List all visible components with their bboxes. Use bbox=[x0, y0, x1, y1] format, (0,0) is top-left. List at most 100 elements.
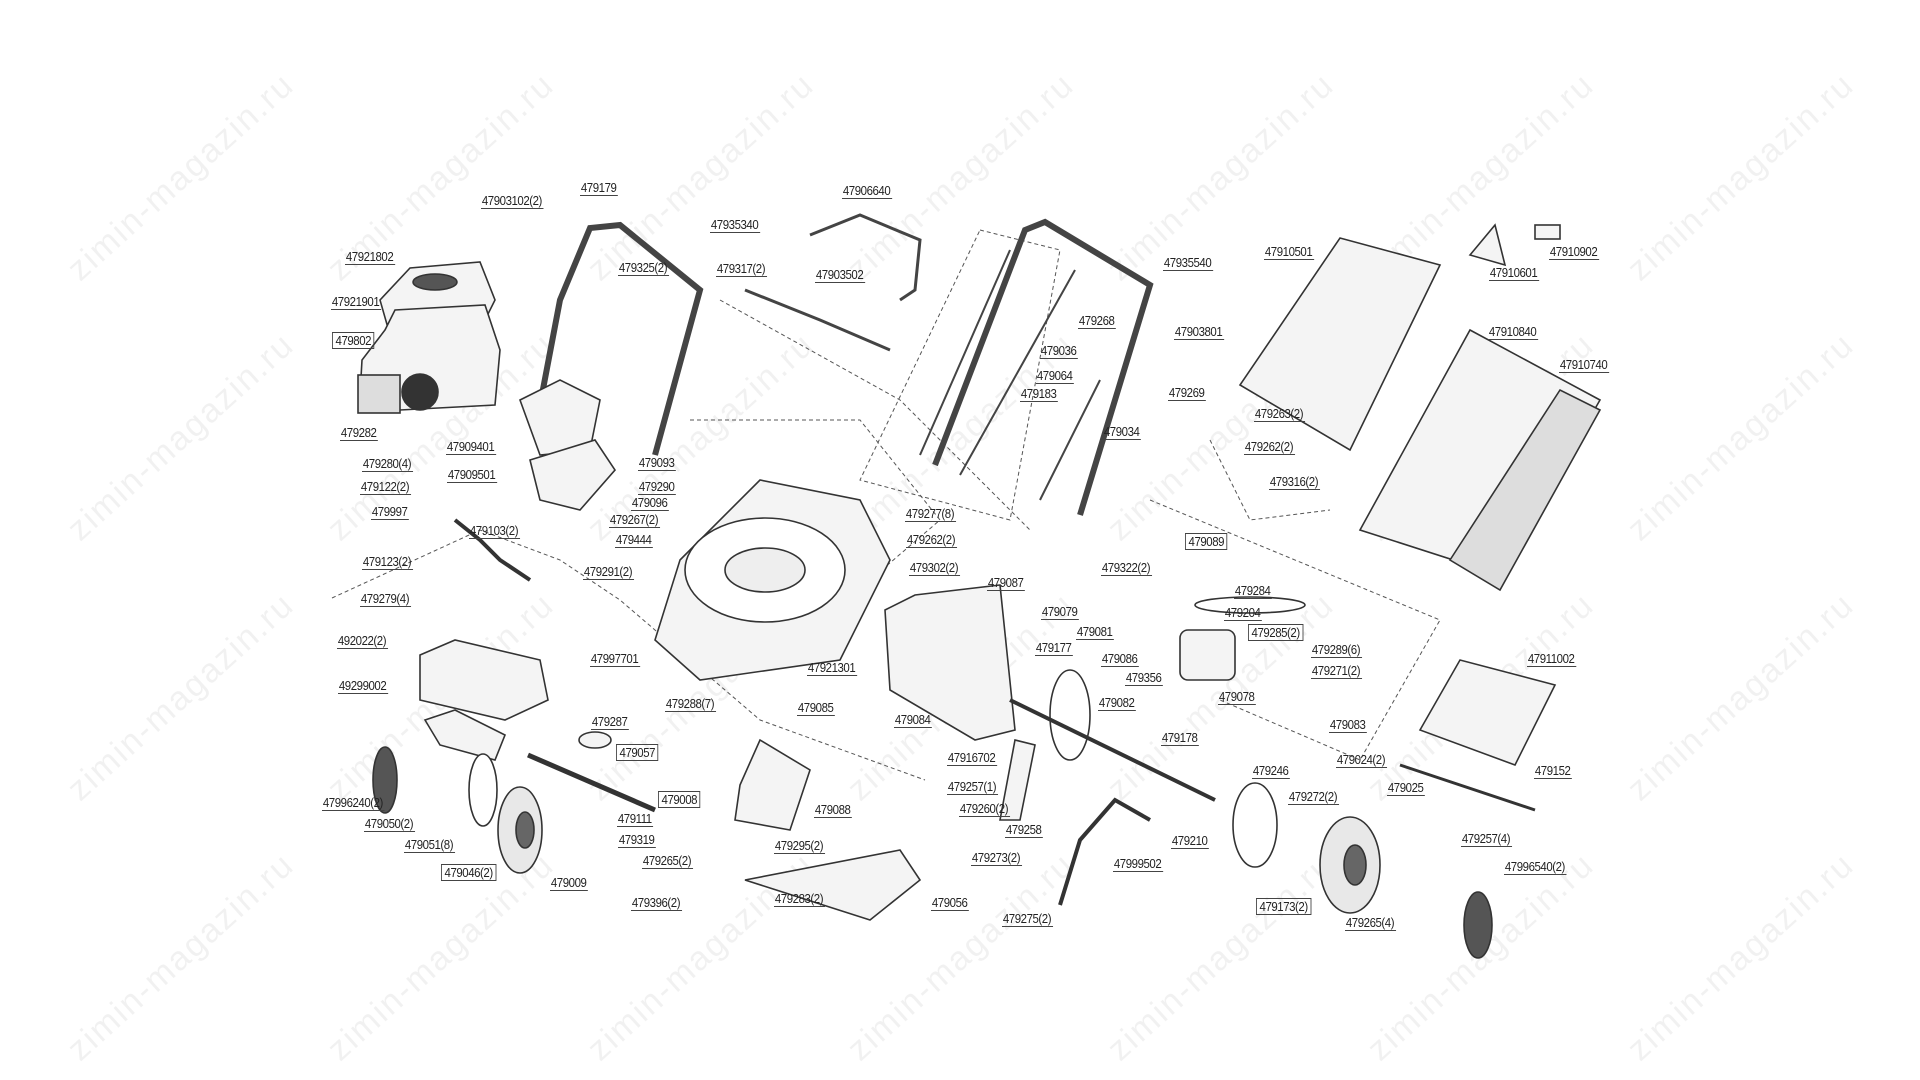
part-label: 479051(8) bbox=[404, 837, 455, 853]
part-label: 479269 bbox=[1168, 385, 1207, 401]
part-label: 47906640 bbox=[842, 183, 893, 199]
part-label: 47921301 bbox=[807, 660, 858, 676]
part-label: 47909401 bbox=[446, 439, 497, 455]
part-label: 479802 bbox=[332, 332, 375, 349]
part-label: 479183 bbox=[1020, 386, 1059, 402]
part-label: 479246 bbox=[1252, 763, 1291, 779]
part-label: 479057 bbox=[616, 744, 659, 761]
part-label: 47996540(2) bbox=[1504, 859, 1567, 875]
part-label: 479056 bbox=[931, 895, 970, 911]
part-label: 479111 bbox=[617, 811, 654, 827]
wheels bbox=[372, 746, 1493, 959]
part-label: 479325(2) bbox=[618, 260, 669, 276]
part-label: 479177 bbox=[1035, 640, 1074, 656]
part-label: 479036 bbox=[1040, 343, 1079, 359]
part-label: 479081 bbox=[1076, 624, 1115, 640]
part-label: 479262(2) bbox=[906, 532, 957, 548]
upper-handles bbox=[537, 213, 1154, 516]
part-label: 479322(2) bbox=[1101, 560, 1152, 576]
part-label: 47921802 bbox=[345, 249, 396, 265]
part-label: 47910601 bbox=[1489, 265, 1540, 281]
part-label: 479285(2) bbox=[1248, 624, 1304, 641]
part-label: 479289(6) bbox=[1311, 642, 1362, 658]
part-label: 47903102(2) bbox=[481, 193, 544, 209]
part-label: 492022(2) bbox=[337, 633, 388, 649]
part-label: 479272(2) bbox=[1288, 789, 1339, 805]
part-label: 479204 bbox=[1224, 605, 1263, 621]
dashed-assembly-lines bbox=[331, 229, 1441, 781]
part-label: 479288(7) bbox=[665, 696, 716, 712]
part-label: 479173(2) bbox=[1256, 898, 1312, 915]
part-label: 479997 bbox=[371, 504, 410, 520]
part-label: 479317(2) bbox=[716, 261, 767, 277]
grass-bag bbox=[1238, 223, 1602, 592]
part-label: 479152 bbox=[1534, 763, 1573, 779]
part-label: 479103(2) bbox=[469, 523, 520, 539]
part-label: 479258 bbox=[1005, 822, 1044, 838]
part-label: 479291(2) bbox=[583, 564, 634, 580]
part-label: 47935340 bbox=[710, 217, 761, 233]
part-label: 479088 bbox=[814, 802, 853, 818]
part-label: 479179 bbox=[580, 180, 619, 196]
part-label: 479271(2) bbox=[1311, 663, 1362, 679]
part-label: 47997701 bbox=[590, 651, 641, 667]
part-label: 479282 bbox=[340, 425, 379, 441]
part-label: 479210 bbox=[1171, 833, 1210, 849]
part-label: 479082 bbox=[1098, 695, 1137, 711]
part-label: 47996240(2) bbox=[322, 795, 385, 811]
part-label: 479290 bbox=[638, 479, 677, 495]
part-label: 479265(2) bbox=[642, 853, 693, 869]
part-label: 479268 bbox=[1078, 313, 1117, 329]
part-label: 479046(2) bbox=[441, 864, 497, 881]
part-label: 479260(2) bbox=[959, 801, 1010, 817]
part-label: 479279(4) bbox=[360, 591, 411, 607]
part-label: 479262(2) bbox=[1244, 439, 1295, 455]
part-label: 479302(2) bbox=[909, 560, 960, 576]
part-label: 47921901 bbox=[331, 294, 382, 310]
part-label: 479025 bbox=[1387, 780, 1426, 796]
part-label: 479267(2) bbox=[609, 512, 660, 528]
front-axle-and-covers bbox=[419, 379, 656, 813]
part-label: 479263(2) bbox=[1254, 406, 1305, 422]
part-label: 479265(4) bbox=[1345, 915, 1396, 931]
part-label: 47903502 bbox=[815, 267, 866, 283]
part-label: 479093 bbox=[638, 455, 677, 471]
part-label: 47911002 bbox=[1527, 651, 1577, 667]
part-label: 47910740 bbox=[1559, 357, 1610, 373]
part-label: 479273(2) bbox=[971, 850, 1022, 866]
part-label: 479257(4) bbox=[1461, 831, 1512, 847]
part-label: 479085 bbox=[797, 700, 836, 716]
part-label: 47910902 bbox=[1549, 244, 1600, 260]
rear-flap bbox=[1399, 659, 1557, 812]
part-label: 479280(4) bbox=[362, 456, 413, 472]
part-label: 47916702 bbox=[947, 750, 998, 766]
part-label: 479079 bbox=[1041, 604, 1080, 620]
part-label: 479444 bbox=[615, 532, 654, 548]
part-label: 479283(2) bbox=[774, 891, 825, 907]
part-label: 479050(2) bbox=[364, 816, 415, 832]
part-label: 479277(8) bbox=[905, 506, 956, 522]
part-label: 479084 bbox=[894, 712, 933, 728]
part-label: 479295(2) bbox=[774, 838, 825, 854]
part-label: 479316(2) bbox=[1269, 474, 1320, 490]
part-label: 47903801 bbox=[1174, 324, 1225, 340]
part-label: 479096 bbox=[631, 495, 670, 511]
part-label: 479009 bbox=[550, 875, 589, 891]
part-label: 479122(2) bbox=[360, 479, 411, 495]
part-label: 479396(2) bbox=[631, 895, 682, 911]
part-label: 479275(2) bbox=[1002, 911, 1053, 927]
part-label: 479319 bbox=[618, 832, 657, 848]
part-label: 479086 bbox=[1101, 651, 1140, 667]
part-label: 47909501 bbox=[447, 467, 498, 483]
part-label: 479083 bbox=[1329, 717, 1368, 733]
part-label: 479089 bbox=[1185, 533, 1228, 550]
cables bbox=[919, 249, 1101, 501]
part-label: 49299002 bbox=[338, 678, 389, 694]
part-label: 47935540 bbox=[1163, 255, 1214, 271]
part-label: 47910501 bbox=[1264, 244, 1315, 260]
part-label: 479178 bbox=[1161, 730, 1200, 746]
engine bbox=[357, 261, 501, 414]
part-label: 479078 bbox=[1218, 689, 1257, 705]
part-label: 479024(2) bbox=[1336, 752, 1387, 768]
